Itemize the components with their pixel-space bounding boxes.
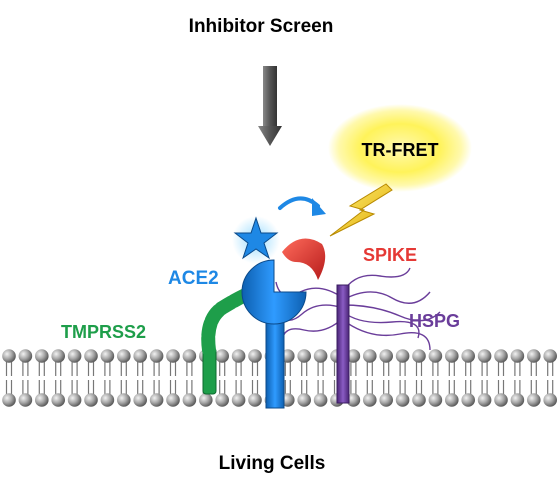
lipid-head (18, 393, 33, 407)
lipid-head (248, 393, 262, 407)
lipid-head (2, 349, 16, 363)
tr-fret-glow: TR-FRET (328, 104, 472, 192)
lipid-head (133, 393, 147, 407)
lipid-head (379, 393, 394, 407)
lipid-head (494, 393, 508, 407)
lipid-head (2, 393, 16, 407)
lipid-head (363, 349, 377, 363)
lipid-head (412, 393, 426, 407)
lipid-head (346, 393, 361, 407)
hspg-core (336, 284, 350, 404)
lipid-head (313, 393, 328, 407)
ace2-receptor (241, 259, 307, 409)
lipid-head (543, 393, 557, 407)
lipid-head (494, 349, 508, 363)
lipid-head (379, 349, 394, 363)
lipid-head (35, 349, 49, 363)
down-arrow-icon (258, 66, 282, 146)
lipid-head (445, 349, 459, 363)
title: Inhibitor Screen (189, 16, 334, 37)
lightning-bolt-icon (329, 183, 393, 237)
lipid-head (477, 349, 492, 363)
lipid-head (231, 349, 246, 363)
lipid-head (182, 349, 197, 363)
spike-label: SPIKE (363, 245, 417, 265)
lipid-head (100, 349, 115, 363)
tmprss2-label: TMPRSS2 (61, 322, 146, 342)
lipid-head (51, 349, 65, 363)
lipid-head (346, 349, 361, 363)
lipid-head (51, 393, 65, 407)
lipid-head (461, 393, 476, 407)
lipid-head (149, 393, 164, 407)
lipid-head (67, 393, 82, 407)
hspg-label: HSPG (409, 311, 460, 331)
lipid-head (84, 349, 98, 363)
lipid-head (395, 393, 410, 407)
lipid-head (395, 349, 410, 363)
lipid-bilayer (2, 349, 557, 407)
lipid-head (149, 349, 164, 363)
lipid-head (182, 393, 197, 407)
lipid-head (117, 349, 131, 363)
lipid-head (363, 393, 377, 407)
lipid-head (166, 393, 180, 407)
spike-protein (282, 238, 326, 280)
lipid-head (527, 393, 541, 407)
lipid-head (297, 393, 312, 407)
lipid-head (100, 393, 115, 407)
lipid-head (248, 349, 262, 363)
lipid-head (133, 349, 147, 363)
lipid-head (445, 393, 459, 407)
lipid-head (231, 393, 246, 407)
lipid-head (297, 349, 312, 363)
lipid-head (428, 349, 443, 363)
lipid-head (67, 349, 82, 363)
lipid-head (428, 393, 443, 407)
tr-fret-label: TR-FRET (362, 140, 439, 160)
star-icon (232, 216, 280, 264)
lipid-head (543, 349, 557, 363)
lipid-head (461, 349, 476, 363)
lipid-head (117, 393, 131, 407)
ace2-label: ACE2 (168, 268, 219, 289)
lipid-head (215, 349, 229, 363)
lipid-head (215, 393, 229, 407)
lipid-head (412, 349, 426, 363)
footer-label: Living Cells (219, 453, 326, 474)
lipid-head (35, 393, 49, 407)
lipid-head (166, 349, 180, 363)
lipid-head (18, 349, 33, 363)
lipid-head (313, 349, 328, 363)
lipid-head (84, 393, 98, 407)
lipid-head (510, 393, 525, 407)
lipid-head (477, 393, 492, 407)
lipid-head (510, 349, 525, 363)
lipid-head (527, 349, 541, 363)
tmprss2-protein (201, 285, 259, 395)
curved-arrow-icon (278, 196, 326, 216)
lipid-head (199, 393, 213, 407)
